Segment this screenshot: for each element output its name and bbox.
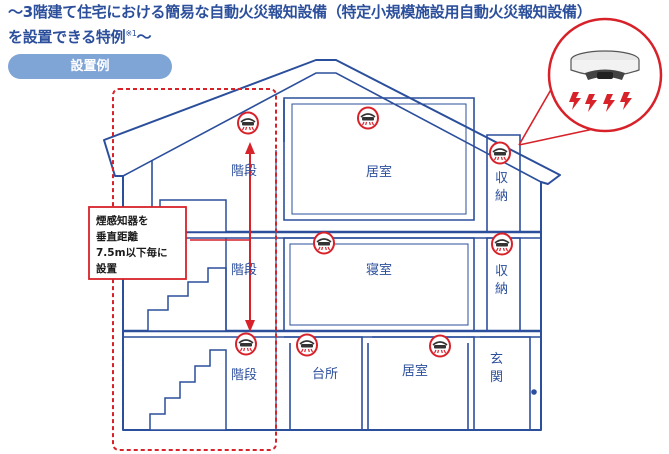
note-line-4: 設置 [96,262,117,275]
vertical-distance-arrow [190,142,255,332]
title-line-2-main: を設置できる特例 [8,28,126,46]
label-entrance-1f-2: 関 [490,370,503,385]
smoke-detector-1f-kitchen [296,333,318,357]
label-storage-2f-1: 収 [495,264,508,279]
smoke-detector-3f-stairs [237,111,259,135]
title-line-2: を設置できる特例※1〜 [8,23,663,48]
note-line-1: 煙感知器を [96,214,149,227]
smoke-detector-2f-storage [491,232,513,256]
example-badge: 設置例 [8,54,172,79]
smoke-detector-2f-room [313,231,335,255]
label-entrance-1f-1: 玄 [490,352,503,367]
label-kitchen-1f: 台所 [312,367,338,382]
label-stairs-3f: 階段 [231,164,257,179]
label-stairs-2f: 階段 [231,263,257,278]
house-structure [122,72,542,430]
smoke-detector-3f-storage [489,141,511,165]
alarm-sparks-icon [569,92,632,112]
label-storage-3f-2: 納 [495,189,508,204]
footnote-marker: ※1 [125,29,137,38]
label-living-1f: 居室 [402,363,428,379]
title-line-2-tail: 〜 [136,28,152,46]
page-title: 〜3階建て住宅における簡易な自動火災報知設備（特定小規模施設用自動火災報知設備）… [8,2,663,48]
note-line-3: 7.5m以下毎に [96,246,168,259]
note-line-2: 垂直距離 [96,230,138,243]
label-storage-3f-1: 収 [495,171,508,186]
smoke-detector-1f-living [429,334,451,358]
smoke-detector-3f-room [357,106,379,130]
staircase [147,199,227,431]
detector-closeup-icon [570,50,640,80]
label-bedroom-2f: 寝室 [366,262,392,278]
detector-note-box: 煙感知器を 垂直距離 7.5m以下毎に 設置 [88,206,187,280]
label-stairs-1f: 階段 [231,368,257,383]
label-storage-2f-2: 納 [495,282,508,297]
detector-callout [518,17,663,146]
smoke-detector-1f-stairs [235,332,257,356]
label-living-3f: 居室 [366,164,392,180]
title-line-1: 〜3階建て住宅における簡易な自動火災報知設備（特定小規模施設用自動火災報知設備） [8,3,592,21]
